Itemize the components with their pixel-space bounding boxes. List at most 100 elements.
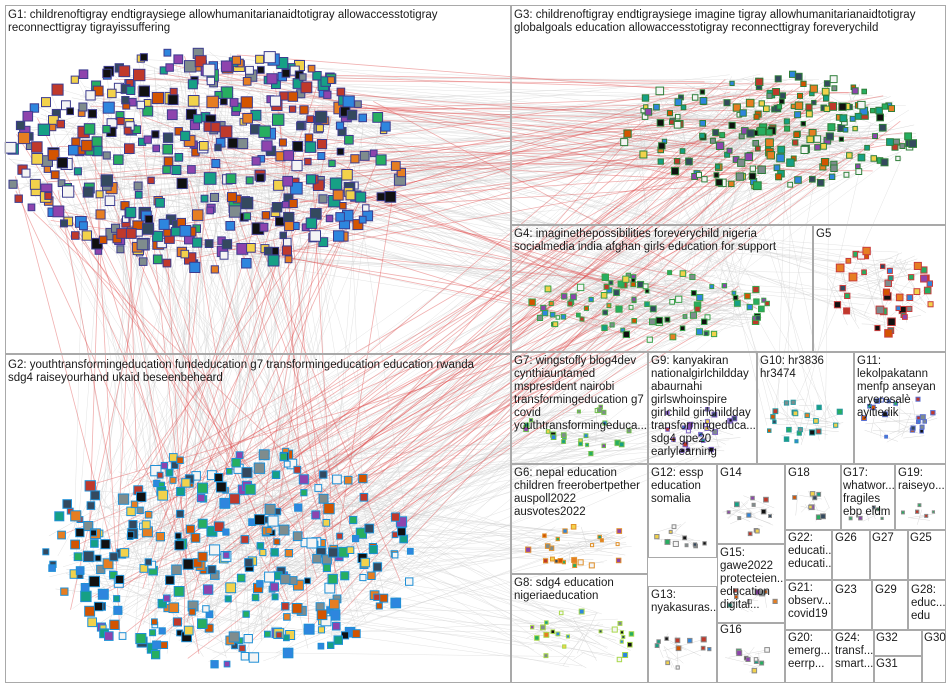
node-avatar [113, 605, 123, 615]
edge [265, 147, 311, 555]
edge [597, 292, 688, 322]
node-avatar [255, 173, 265, 183]
node-avatar [805, 103, 813, 111]
node-avatar [225, 582, 237, 594]
node-avatar [793, 131, 800, 139]
edge [550, 423, 574, 434]
edge [401, 163, 678, 277]
node-avatar [83, 550, 95, 563]
node-avatar [128, 520, 138, 530]
edge-strong [166, 63, 712, 184]
node-avatar [861, 269, 867, 276]
node-avatar [875, 305, 885, 315]
node-avatar [601, 409, 607, 415]
node-avatar [701, 176, 708, 183]
edge [144, 609, 583, 667]
node-avatar [748, 172, 757, 180]
edge [859, 257, 879, 319]
node-avatar [210, 660, 219, 669]
node-avatar [80, 583, 90, 592]
node-avatar [258, 125, 271, 138]
edge [525, 526, 556, 548]
node-avatar [709, 284, 715, 290]
edge [717, 167, 740, 296]
node-avatar [84, 605, 96, 617]
node-avatar [694, 305, 701, 313]
node-avatar [908, 274, 915, 281]
node-avatar [571, 557, 578, 563]
edge [888, 269, 922, 305]
node-avatar [328, 547, 339, 558]
node-avatar [304, 141, 317, 153]
edge [366, 114, 659, 129]
edge [273, 146, 830, 660]
edge [203, 118, 379, 157]
edge [34, 105, 110, 143]
edge [673, 413, 718, 436]
edge [265, 73, 887, 328]
edge-strong [170, 132, 748, 486]
node-avatar [768, 514, 772, 518]
edge [833, 255, 915, 294]
node-avatar [622, 652, 629, 658]
node-avatar [749, 165, 757, 172]
node-avatar [288, 199, 298, 209]
node-avatar [711, 411, 718, 418]
node-avatar [794, 111, 802, 119]
node-avatar [180, 249, 190, 259]
edge [83, 139, 326, 185]
edge-strong [117, 216, 200, 655]
node-avatar [757, 165, 766, 174]
edge [562, 632, 584, 667]
node-avatar [684, 543, 689, 548]
edge [612, 159, 689, 323]
node-avatar [332, 621, 341, 631]
node-avatar [794, 176, 802, 184]
node-avatar [172, 617, 182, 627]
edge [151, 219, 575, 294]
node-avatar [81, 139, 93, 152]
node-avatar [549, 311, 556, 318]
node-avatar [719, 132, 726, 139]
edge [656, 524, 682, 533]
edge-strong [328, 152, 854, 531]
node-avatar [397, 527, 407, 537]
node-avatar [923, 286, 932, 295]
edge [116, 81, 717, 512]
node-avatar [913, 261, 922, 270]
node-avatar [197, 518, 208, 529]
edge [664, 280, 707, 335]
node-avatar [192, 237, 203, 248]
node-avatar [125, 228, 137, 239]
edge [248, 299, 768, 591]
node-avatar [88, 575, 100, 588]
node-avatar [874, 398, 880, 404]
node-avatar [14, 194, 23, 203]
edge-strong [310, 166, 748, 465]
edge-strong [397, 120, 901, 516]
edge [534, 642, 560, 644]
node-avatar [96, 564, 106, 575]
edge [209, 159, 398, 605]
edge [795, 491, 799, 516]
node-avatar [709, 137, 716, 144]
node-avatar [891, 143, 899, 151]
edge [71, 97, 213, 126]
node-avatar [183, 625, 194, 636]
node-avatar [777, 145, 786, 154]
node-avatar [882, 288, 891, 296]
node-avatar [698, 432, 703, 437]
node-avatar [246, 243, 256, 253]
node-avatar [715, 164, 721, 170]
edge [249, 423, 674, 492]
node-avatar [261, 211, 271, 220]
edge [686, 118, 888, 166]
edge [866, 258, 918, 276]
node-avatar [656, 119, 665, 127]
node-avatar [136, 491, 147, 503]
node-avatar [118, 632, 127, 640]
edge [912, 401, 916, 420]
node-avatar [800, 80, 807, 87]
node-avatar [31, 153, 44, 165]
node-avatar [759, 660, 765, 666]
